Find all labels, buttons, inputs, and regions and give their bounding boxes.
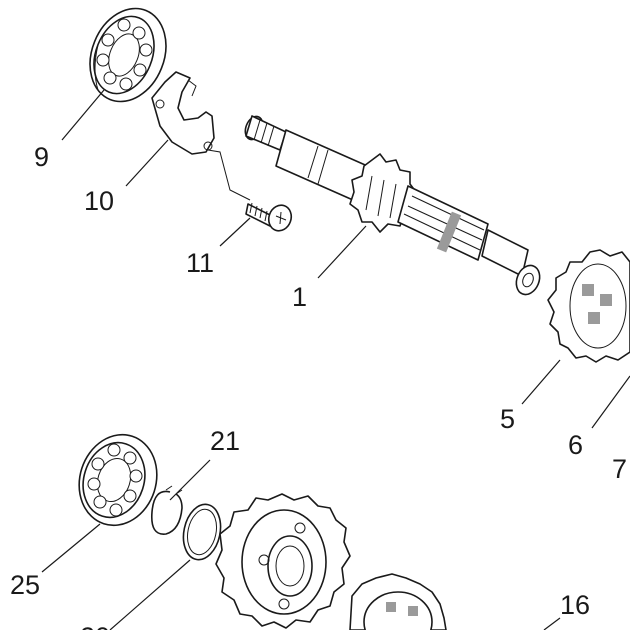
label-9: 9 xyxy=(34,142,49,172)
label-20: 20 xyxy=(80,622,110,630)
label-1: 1 xyxy=(292,282,307,312)
screw-11 xyxy=(245,202,293,232)
label-5: 5 xyxy=(500,404,515,434)
label-16: 16 xyxy=(560,590,590,620)
lower-gear xyxy=(349,573,447,630)
label-21: 21 xyxy=(210,426,240,456)
label-6: 6 xyxy=(568,430,583,460)
label-11: 11 xyxy=(186,248,214,278)
bearing-25 xyxy=(78,433,158,527)
main-shaft-1 xyxy=(244,115,541,296)
label-25: 25 xyxy=(10,570,40,600)
label-7: 7 xyxy=(612,454,627,484)
retainer-plate-10 xyxy=(151,71,215,155)
leader-lines xyxy=(41,89,630,630)
bearing-9 xyxy=(89,7,167,103)
large-gear xyxy=(215,493,351,629)
gear-5 xyxy=(547,249,630,363)
label-10: 10 xyxy=(84,186,114,216)
washer-20 xyxy=(182,503,222,561)
